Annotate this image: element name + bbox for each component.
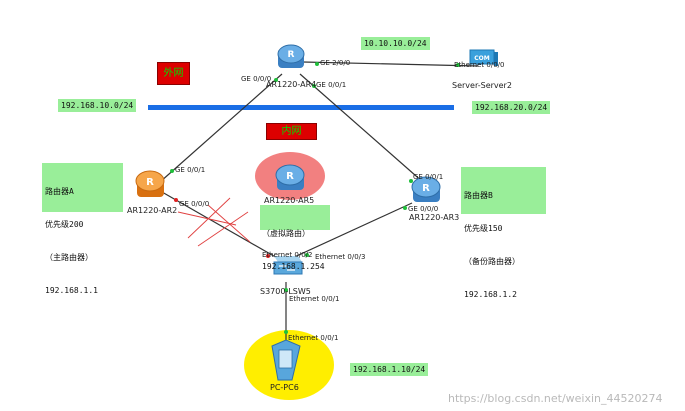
virtual-line2: 192.168.1.254 bbox=[262, 262, 325, 271]
link-ar4-ar2 bbox=[159, 73, 283, 183]
port-label-sw-e1: Ethernet 0/0/1 bbox=[289, 295, 340, 303]
network-label-right: 192.168.20.0/24 bbox=[472, 101, 551, 114]
network-label-top: 10.10.10.0/24 bbox=[361, 37, 430, 50]
server-icon-text: COM bbox=[474, 55, 490, 62]
port-label-ar3-g001: GE 0/0/1 bbox=[413, 173, 444, 181]
router-b-line3: （备份路由器） bbox=[464, 257, 520, 266]
link-ar2-switch bbox=[161, 191, 280, 260]
zone-outer-label: 外网 bbox=[157, 62, 190, 85]
router-ar2-icon[interactable]: R bbox=[135, 170, 165, 197]
svg-text:R: R bbox=[422, 183, 430, 194]
port-label-ar4-g000: GE 0/0/0 bbox=[241, 75, 272, 83]
router-b-info-box: 路由器B 优先级150 （备份路由器） 192.168.1.2 bbox=[461, 167, 546, 299]
port-label-ar4-g200: GE 2/0/0 bbox=[320, 59, 351, 67]
svg-text:R: R bbox=[146, 177, 154, 188]
svg-text:R: R bbox=[286, 171, 294, 182]
link-ar3-switch bbox=[289, 202, 413, 260]
link-cut-mark bbox=[177, 197, 251, 247]
virtual-line1: （虚拟路由） bbox=[262, 229, 310, 238]
router-a-info-box: 路由器A 优先级200 （主路由器） 192.168.1.1 bbox=[42, 163, 123, 295]
router-a-line1: 路由器A bbox=[45, 187, 74, 196]
device-label-pc: PC-PC6 bbox=[270, 383, 299, 392]
network-label-lan: 192.168.1.10/24 bbox=[350, 363, 429, 376]
pc-icon[interactable] bbox=[271, 339, 301, 381]
router-b-line4: 192.168.1.2 bbox=[464, 290, 517, 299]
port-label-sw-e3: Ethernet 0/0/3 bbox=[315, 253, 366, 261]
port-label-server-eth: Ethernet 0/0/0 bbox=[454, 61, 505, 69]
router-a-line4: 192.168.1.1 bbox=[45, 286, 98, 295]
port-label-ar4-g001: GE 0/0/1 bbox=[316, 81, 347, 89]
virtual-router-info-box: （虚拟路由） 192.168.1.254 bbox=[260, 205, 330, 271]
router-b-line1: 路由器B bbox=[464, 191, 493, 200]
router-ar5-icon[interactable]: R bbox=[275, 164, 305, 190]
port-label-pc-e1: Ethernet 0/0/1 bbox=[288, 334, 339, 342]
switch-lsw5-icon[interactable] bbox=[273, 256, 303, 275]
router-a-line3: （主路由器） bbox=[45, 253, 93, 262]
server-icon[interactable]: COM bbox=[469, 49, 498, 66]
device-label-server: Server-Server2 bbox=[452, 81, 512, 90]
port-label-ar3-g000: GE 0/0/0 bbox=[408, 205, 439, 213]
links bbox=[159, 61, 479, 342]
router-b-line2: 优先级150 bbox=[464, 224, 503, 233]
router-ar3-icon[interactable]: R bbox=[411, 176, 441, 202]
port-label-ar2-g001: GE 0/0/1 bbox=[175, 166, 206, 174]
watermark-text: https://blog.csdn.net/weixin_44520274 bbox=[448, 392, 663, 405]
link-ar4-server bbox=[302, 61, 479, 67]
zone-inner-label: 内网 bbox=[266, 123, 317, 140]
port-label-sw-e2: Ethernet 0/0/2 bbox=[262, 251, 313, 259]
router-ar4-icon[interactable]: R bbox=[277, 44, 305, 68]
svg-text:R: R bbox=[288, 50, 295, 60]
device-label-switch: S3700-LSW5 bbox=[260, 287, 311, 296]
link-ar4-ar3 bbox=[299, 73, 425, 184]
device-label-ar5: AR1220-AR5 bbox=[264, 196, 315, 205]
device-label-ar3: AR1220-AR3 bbox=[409, 213, 460, 222]
port-label-ar2-g000: GE 0/0/0 bbox=[179, 200, 210, 208]
port-dots bbox=[170, 62, 460, 334]
device-label-ar4: AR1220-AR4 bbox=[266, 80, 317, 89]
network-bus bbox=[148, 105, 454, 110]
router-a-line2: 优先级200 bbox=[45, 220, 84, 229]
network-label-left: 192.168.10.0/24 bbox=[58, 99, 137, 112]
device-label-ar2: AR1220-AR2 bbox=[127, 206, 178, 215]
